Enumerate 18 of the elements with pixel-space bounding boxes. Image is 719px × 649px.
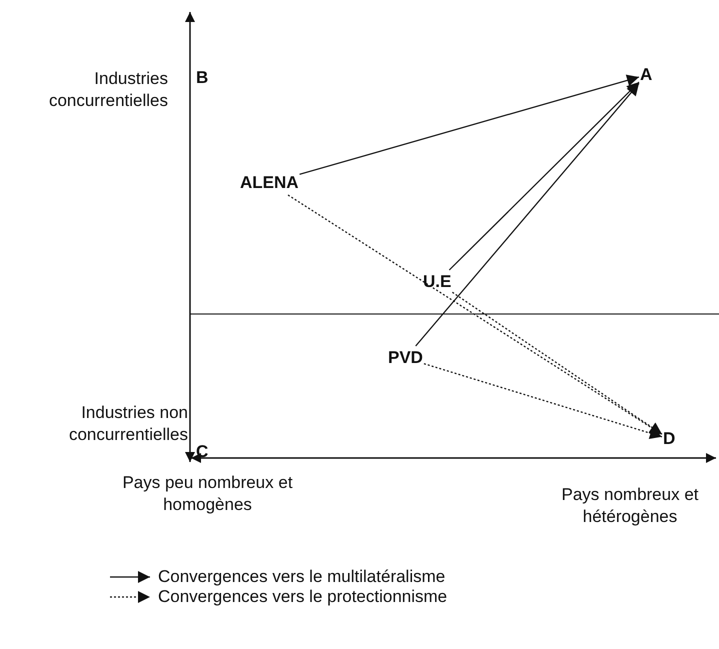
node-label: U.E: [423, 271, 452, 293]
node-label: D: [663, 428, 676, 450]
axis-label: Industries concurrentielles: [48, 68, 168, 112]
arrow: [415, 83, 640, 346]
arrow: [452, 292, 662, 435]
node-label: ALENA: [240, 172, 299, 194]
axis-label: Industries non concurrentielles: [68, 402, 188, 446]
axis-label: Pays nombreux et hétérogènes: [560, 484, 700, 528]
node-label: PVD: [388, 347, 423, 369]
corner-label: B: [196, 67, 208, 89]
node-label: A: [640, 64, 652, 86]
arrow: [288, 194, 662, 435]
legend-label: Convergences vers le multilatéralisme: [158, 566, 446, 588]
legend-label: Convergences vers le protectionnisme: [158, 586, 448, 608]
arrow: [299, 74, 640, 175]
arrow: [424, 363, 662, 440]
arrow: [448, 82, 640, 270]
axis-label: Pays peu nombreux et homogènes: [121, 472, 294, 516]
